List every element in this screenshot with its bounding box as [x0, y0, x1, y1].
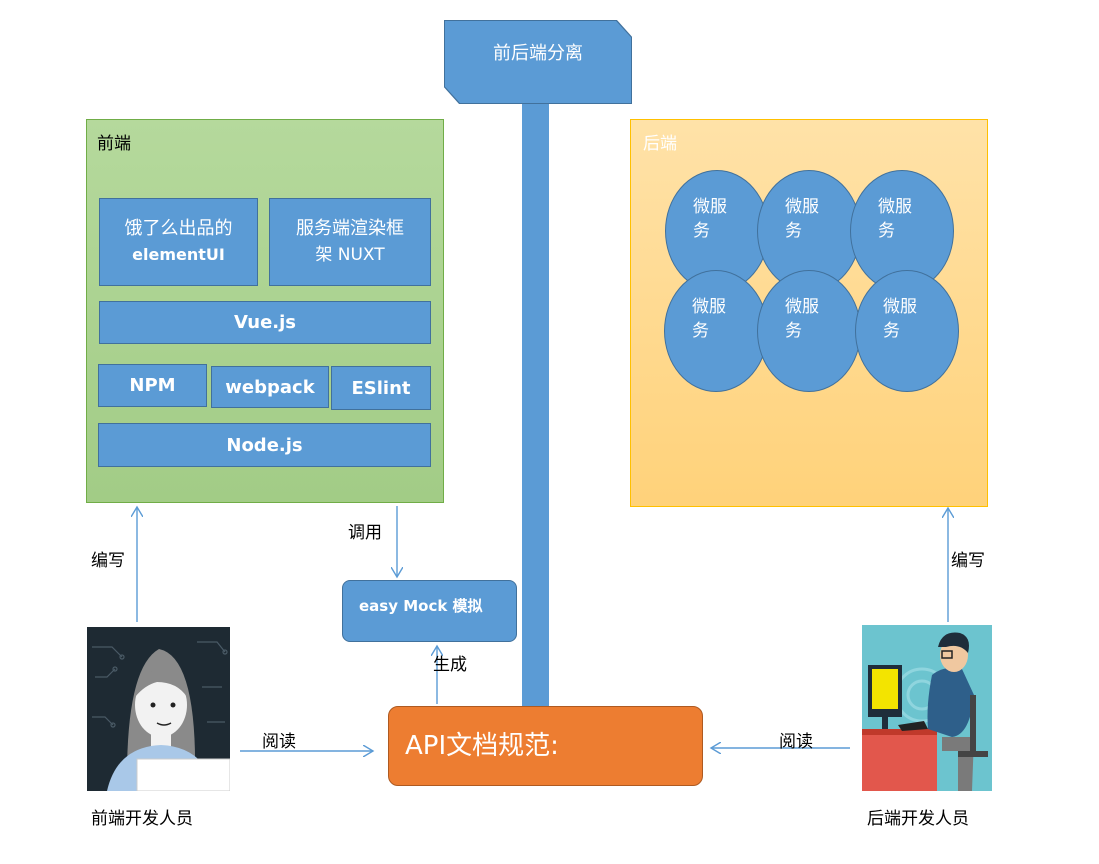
- microservice-4: 微服 务: [664, 270, 768, 392]
- microservice-5: 微服 务: [757, 270, 861, 392]
- frontend-developer-illustration: [87, 627, 230, 791]
- frontend-panel-title: 前端: [97, 134, 131, 154]
- api-doc-box: API文档规范:: [388, 706, 703, 786]
- generate-label: 生成: [433, 655, 467, 675]
- write-right-label: 编写: [951, 551, 985, 571]
- separation-banner: 前后端分离: [444, 20, 632, 104]
- backend-panel-title: 后端: [643, 134, 677, 154]
- microservice-6-line2: 务: [883, 321, 900, 341]
- write-left-label: 编写: [91, 551, 125, 571]
- webpack-box: webpack: [211, 366, 329, 408]
- easy-mock-label: easy Mock 模拟: [359, 597, 483, 615]
- microservice-3-line2: 务: [878, 221, 895, 241]
- api-doc-label: API文档规范:: [405, 731, 559, 761]
- nuxt-line1: 服务端渲染框: [296, 218, 404, 239]
- read-right-label: 阅读: [779, 732, 813, 752]
- frontend-developer-caption: 前端开发人员: [91, 809, 193, 829]
- microservice-5-line2: 务: [785, 321, 802, 341]
- separation-banner-label: 前后端分离: [493, 43, 583, 64]
- microservice-5-line1: 微服: [785, 297, 819, 317]
- read-left-label: 阅读: [262, 732, 296, 752]
- node-box: Node.js: [98, 423, 431, 467]
- microservice-4-line2: 务: [692, 321, 709, 341]
- call-label: 调用: [348, 523, 382, 543]
- microservice-1-line1: 微服: [693, 197, 727, 217]
- webpack-label: webpack: [225, 376, 315, 398]
- element-ui-line2: elementUI: [132, 245, 225, 264]
- nuxt-line2: 架 NUXT: [315, 245, 385, 265]
- separation-pillar: [522, 100, 549, 710]
- microservice-4-line1: 微服: [692, 297, 726, 317]
- eslint-label: ESlint: [351, 377, 411, 399]
- nuxt-box: 服务端渲染框 架 NUXT: [269, 198, 431, 286]
- microservice-1-line2: 务: [693, 221, 710, 241]
- element-ui-line1: 饿了么出品的: [124, 218, 233, 239]
- eslint-box: ESlint: [331, 366, 431, 410]
- element-ui-box: 饿了么出品的 elementUI: [99, 198, 258, 286]
- vue-box: Vue.js: [99, 301, 431, 344]
- microservice-6-line1: 微服: [883, 297, 917, 317]
- microservice-3-line1: 微服: [878, 197, 912, 217]
- microservice-2-line2: 务: [785, 221, 802, 241]
- easy-mock-box: easy Mock 模拟: [342, 580, 517, 642]
- microservice-2-line1: 微服: [785, 197, 819, 217]
- node-label: Node.js: [226, 434, 303, 456]
- backend-developer-illustration: [862, 625, 992, 791]
- npm-label: NPM: [129, 375, 176, 396]
- vue-label: Vue.js: [233, 312, 297, 333]
- microservice-6: 微服 务: [855, 270, 959, 392]
- backend-developer-caption: 后端开发人员: [867, 809, 969, 829]
- npm-box: NPM: [98, 364, 207, 407]
